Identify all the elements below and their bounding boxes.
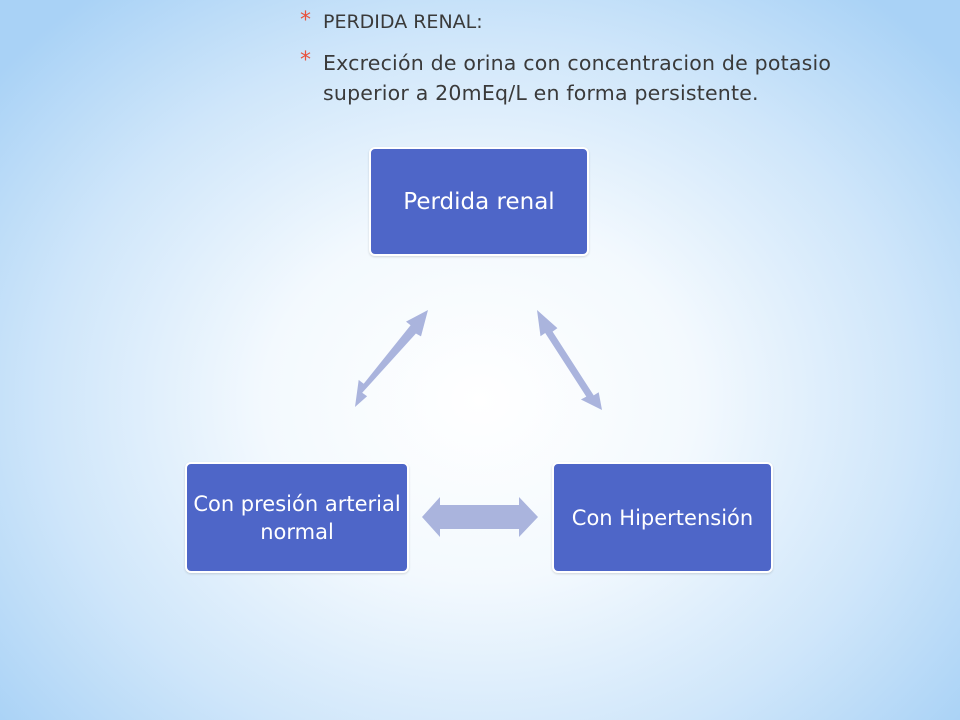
bullet-item: * PERDIDA RENAL:: [300, 8, 940, 36]
double-arrow-top-left: [355, 310, 428, 407]
bullet-text: PERDIDA RENAL:: [323, 11, 483, 33]
double-arrow-left-right: [422, 497, 538, 537]
bullet-star-icon: *: [300, 8, 311, 33]
node-perdida-renal: Perdida renal: [369, 147, 589, 256]
node-con-hipertension: Con Hipertensión: [552, 462, 773, 573]
bullet-list: * PERDIDA RENAL: * Excreción de orina co…: [300, 8, 940, 108]
node-presion-normal: Con presión arterial normal: [185, 462, 409, 573]
bullet-star-icon: *: [300, 48, 312, 73]
bullet-text-line-1: Excreción de orina con concentracion de …: [323, 51, 832, 75]
bullet-text-line-2: superior a 20mEq/L en forma persistente.: [323, 81, 759, 105]
bullet-item: * Excreción de orina con concentracion d…: [300, 48, 940, 108]
double-arrow-top-right: [537, 310, 602, 410]
